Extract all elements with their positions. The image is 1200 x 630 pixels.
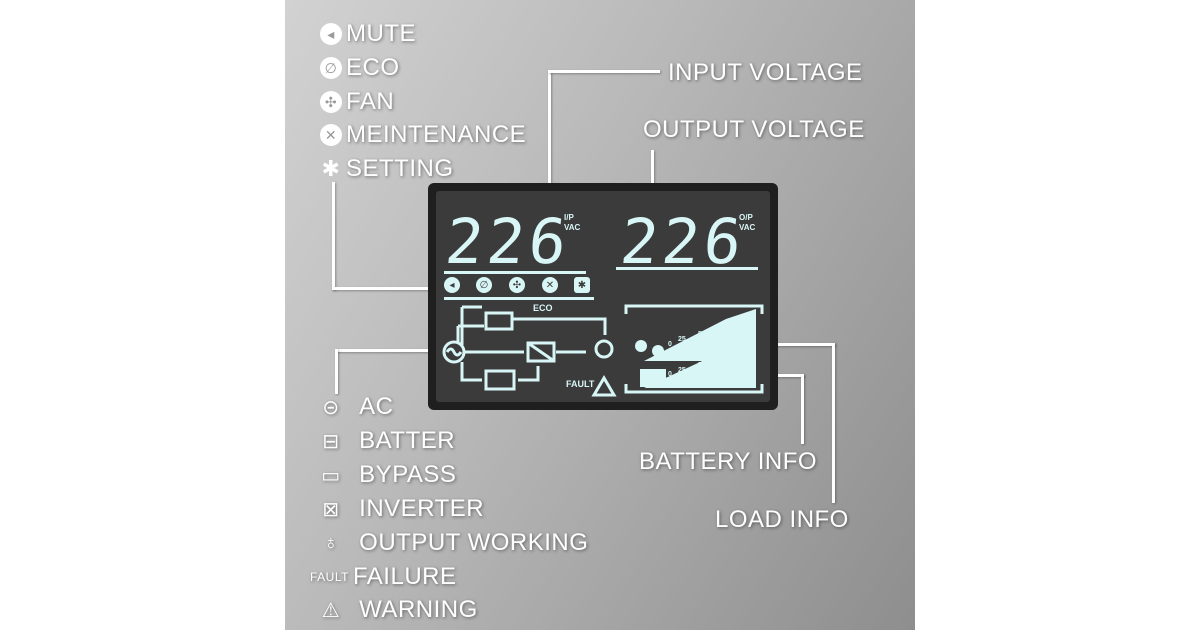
battery-icon xyxy=(484,369,516,391)
maintenance-icon: ✕ xyxy=(320,124,342,146)
label-ac: ⊝ AC xyxy=(318,393,394,421)
leader-line xyxy=(335,349,440,352)
fault-label: FAULT xyxy=(566,379,595,389)
scale-tick: 50 xyxy=(698,331,706,338)
label-text: SETTING xyxy=(346,155,454,182)
label-text: FAILURE xyxy=(352,563,457,590)
warning-icon: ⚠ xyxy=(321,599,341,622)
label-setting: ✱SETTING xyxy=(320,155,454,183)
divider xyxy=(616,267,758,270)
bypass-icon: ▭ xyxy=(321,464,341,487)
label-mute: ◂MUTE xyxy=(320,20,416,48)
eco-icon: ∅ xyxy=(476,277,492,293)
eco-label: ECO xyxy=(533,303,553,313)
load-bar xyxy=(644,309,756,361)
battery-icon: ⊟ xyxy=(322,430,340,453)
bypass-icon xyxy=(484,311,514,331)
ac-icon: ⊝ xyxy=(322,396,340,419)
maintenance-icon: ✕ xyxy=(542,277,558,293)
label-inverter: ⊠ INVERTER xyxy=(318,495,484,523)
scale-tick: 0 xyxy=(668,341,672,348)
mute-icon: ◂ xyxy=(320,23,342,45)
label-text: OUTPUT WORKING xyxy=(359,529,589,556)
mute-icon: ◂ xyxy=(444,277,460,293)
label-text: AC xyxy=(359,393,394,420)
power-flow-diagram xyxy=(442,304,764,397)
leader-line xyxy=(832,343,835,503)
fault-icon: FAULT xyxy=(310,570,349,584)
inverter-icon xyxy=(526,341,556,363)
scale-tick: 100 xyxy=(736,320,748,327)
label-text: MUTE xyxy=(346,20,416,47)
bulb-icon: ♁ xyxy=(323,531,339,554)
label-text: ECO xyxy=(346,54,400,81)
warning-icon xyxy=(591,375,617,397)
divider xyxy=(444,271,586,274)
scale-tick: 25 xyxy=(678,336,686,343)
leader-line xyxy=(548,70,660,73)
label-battery: ⊟ BATTER xyxy=(318,427,455,455)
label-maintenance: ✕MEINTENANCE xyxy=(320,121,526,149)
scale-tick: 0 xyxy=(668,371,672,378)
inverter-icon: ⊠ xyxy=(322,498,340,521)
leader-line xyxy=(755,374,804,377)
callout-load-info: LOAD INFO xyxy=(715,506,849,533)
label-eco: ∅ECO xyxy=(320,54,400,82)
label-text: INVERTER xyxy=(359,495,485,522)
scale-tick: 75 xyxy=(719,357,727,364)
label-text: WARNING xyxy=(359,596,478,623)
scale-tick: 100 xyxy=(736,351,748,358)
label-text: FAN xyxy=(346,88,395,115)
label-warning: ⚠ WARNING xyxy=(318,596,478,624)
scale-tick: 25 xyxy=(678,367,686,374)
setting-icon: ✱ xyxy=(321,156,341,181)
scale-tick: 50 xyxy=(698,362,706,369)
callout-battery-info: BATTERY INFO xyxy=(639,448,818,475)
leader-line xyxy=(335,349,338,394)
leader-line xyxy=(332,182,335,290)
scale-tick: 75 xyxy=(719,326,727,333)
label-output-working: ♁ OUTPUT WORKING xyxy=(318,529,588,557)
battery-bar xyxy=(644,341,756,388)
leader-line xyxy=(755,343,835,346)
label-text: BATTER xyxy=(359,427,456,454)
callout-input-voltage: INPUT VOLTAGE xyxy=(668,59,863,86)
fan-icon: ✣ xyxy=(320,91,342,113)
fan-icon: ✣ xyxy=(509,277,525,293)
setting-icon: ✱ xyxy=(574,277,590,293)
eco-icon: ∅ xyxy=(320,57,342,79)
label-bypass: ▭ BYPASS xyxy=(318,461,456,489)
label-text: BYPASS xyxy=(359,461,457,488)
bulb-icon xyxy=(594,339,614,359)
battery-level-icon xyxy=(640,369,666,387)
leader-line xyxy=(332,287,442,290)
divider xyxy=(444,297,594,300)
leader-line xyxy=(548,70,551,205)
label-text: MEINTENANCE xyxy=(346,121,527,148)
load-icon xyxy=(635,340,647,352)
callout-output-voltage: OUTPUT VOLTAGE xyxy=(643,116,865,143)
leader-line xyxy=(801,374,804,444)
label-fan: ✣FAN xyxy=(320,88,394,116)
leader-line xyxy=(651,150,654,205)
